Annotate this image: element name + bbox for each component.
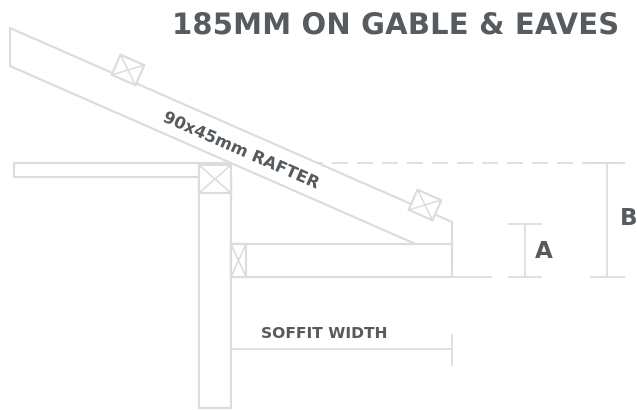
- diagram-title: 185MM ON GABLE & EAVES: [172, 7, 619, 41]
- wall-stud: [197, 175, 233, 410]
- soffit-bearer: [229, 242, 454, 279]
- rafter-block-lower: [407, 188, 443, 222]
- rafter-block-upper: [110, 53, 146, 87]
- rafter-label: 90x45mm RAFTER: [160, 107, 322, 192]
- ceiling-joist: [12, 161, 232, 179]
- soffit-width-dimension: [231, 334, 453, 366]
- top-plate-block: [197, 163, 233, 195]
- dimension-b: [590, 162, 625, 278]
- soffit-width-label: SOFFIT WIDTH: [261, 324, 388, 342]
- soffit-bearer-block: [229, 242, 248, 279]
- dimension-a: [508, 223, 542, 278]
- dimension-a-label: A: [535, 238, 553, 264]
- dimension-b-label: B: [620, 205, 637, 231]
